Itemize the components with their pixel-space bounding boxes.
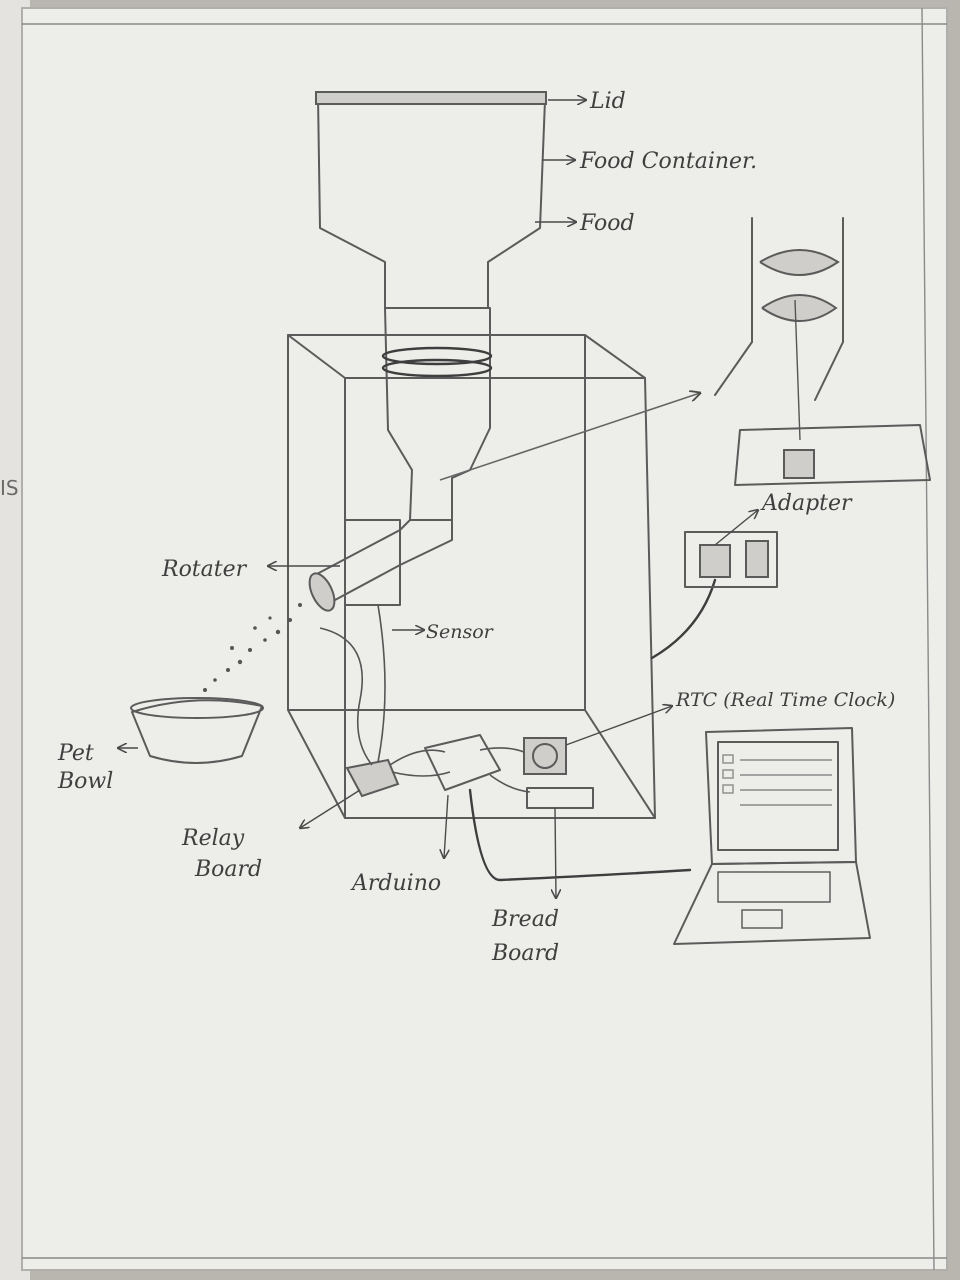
label-food-container: Food Container. (579, 149, 757, 174)
label-food: Food (579, 211, 635, 236)
margin-fragment: IS (0, 476, 19, 500)
label-bread-board: Board (491, 941, 559, 966)
label-adapter: Adapter (760, 491, 853, 516)
label-relay: Relay (181, 826, 245, 851)
label-rotater: Rotater (161, 557, 248, 582)
label-bowl: Bowl (57, 769, 113, 794)
label-relay-board: Board (194, 857, 262, 882)
label-rtc: RTC (Real Time Clock) (675, 689, 895, 711)
label-sensor: Sensor (426, 621, 495, 643)
label-pet: Pet (57, 741, 94, 766)
label-arduino: Arduino (350, 871, 441, 896)
label-bread: Bread (491, 907, 559, 932)
rtc-module (524, 738, 566, 774)
lid-shape (316, 92, 546, 104)
label-lid: Lid (589, 89, 626, 114)
